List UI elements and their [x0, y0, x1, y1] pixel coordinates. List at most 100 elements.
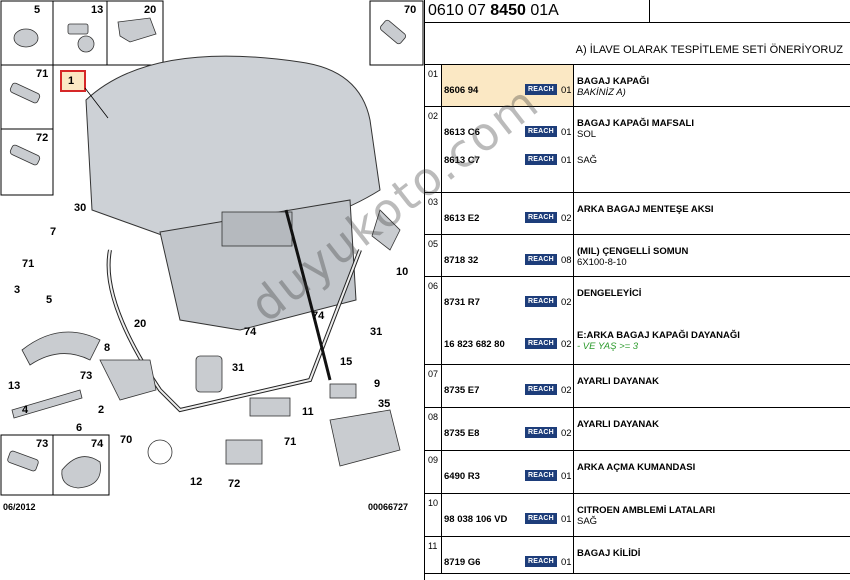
reach-badge: REACH	[525, 384, 557, 395]
part-number[interactable]: 8735 E8	[444, 428, 480, 439]
callout: 13	[8, 380, 21, 392]
row-index: 10	[428, 498, 439, 508]
quantity: 01	[561, 155, 572, 166]
quantity: 01	[561, 127, 572, 138]
part-number[interactable]: 8613 E2	[444, 213, 480, 224]
reach-badge: REACH	[525, 212, 557, 223]
thumb-label: 73	[36, 438, 49, 450]
part-description: BAGAJ KİLİDİ	[577, 548, 641, 559]
callout: 15	[340, 356, 353, 368]
part-variant: SOL	[577, 129, 597, 140]
reach-badge: REACH	[525, 470, 557, 481]
part-number[interactable]: 8719 G6	[444, 557, 481, 568]
part-number[interactable]: 8731 R7	[444, 297, 480, 308]
callout: 72	[228, 478, 241, 490]
callout: 9	[374, 378, 381, 390]
reach-badge: REACH	[525, 154, 557, 165]
row-index-cell: 11	[425, 537, 442, 573]
part-number-cell	[442, 193, 574, 234]
part-variant: SAĞ	[577, 155, 598, 166]
part-number-cell	[442, 494, 574, 536]
quantity: 02	[561, 213, 572, 224]
part-variant: BAKİNİZ A)	[577, 87, 626, 98]
reach-badge: REACH	[525, 296, 557, 307]
row-index-cell: 01	[425, 65, 442, 106]
thumb-label: 71	[36, 68, 49, 80]
row-index-cell: 06	[425, 277, 442, 364]
part-number[interactable]: 6490 R3	[444, 471, 480, 482]
part-number[interactable]: 8735 E7	[444, 385, 480, 396]
quantity: 02	[561, 339, 572, 350]
part-number[interactable]: 98 038 106 VD	[444, 514, 508, 525]
callout: 70	[120, 434, 133, 446]
callout: 31	[370, 326, 383, 338]
callout: 8	[104, 342, 111, 354]
thumb-label: 5	[34, 4, 41, 16]
part-description: (MIL) ÇENGELLİ SOMUN	[577, 246, 689, 257]
parts-row[interactable]: 06 8731 R7 REACH 02 DENGELEYİCİ 16 823 682 80…	[425, 277, 850, 365]
row-index: 05	[428, 239, 439, 249]
row-index: 11	[428, 541, 438, 551]
part-line: 8613 C7 REACH 01 SAĞ	[425, 154, 850, 173]
row-index-cell: 07	[425, 365, 442, 407]
quantity: 02	[561, 428, 572, 439]
part-description: CITROEN AMBLEMİ LATALARI	[577, 505, 716, 516]
diagram-code: 00066727	[368, 502, 409, 512]
callout: 7	[50, 226, 57, 238]
part-number[interactable]: 8613 C6	[444, 127, 480, 138]
callout: 74	[312, 310, 325, 322]
part-number-cell	[442, 408, 574, 450]
callout: 3	[14, 284, 21, 296]
row-index: 03	[428, 197, 439, 207]
reach-badge: REACH	[525, 513, 557, 524]
diagram-date: 06/2012	[3, 502, 36, 512]
part-variant: 6X100-8-10	[577, 257, 627, 268]
reach-badge: REACH	[525, 427, 557, 438]
part-number[interactable]: 16 823 682 80	[444, 339, 505, 350]
callout: 35	[378, 398, 391, 410]
part-number[interactable]: 8718 32	[444, 255, 479, 266]
row-index-cell: 10	[425, 494, 442, 536]
callout: 6	[76, 422, 83, 434]
fixing-kit-note: A) İLAVE OLARAK TESPİTLEME SETİ ÖNERİYOR…	[575, 44, 843, 56]
reference-header: 0610 07 8450 01A	[425, 0, 850, 23]
thumb-label: 72	[36, 132, 49, 144]
callout: 73	[80, 370, 93, 382]
callout: 5	[46, 294, 53, 306]
thumb-label: 74	[91, 438, 104, 450]
part-description: AYARLI DAYANAK	[577, 419, 660, 430]
parts-list-panel: 0610 07 8450 01A A) İLAVE OLARAK TESPİTL…	[424, 0, 850, 580]
part-number-cell	[442, 235, 574, 276]
thumb-label: 13	[91, 4, 104, 16]
row-index-cell: 03	[425, 193, 442, 234]
part-description: DENGELEYİCİ	[577, 288, 642, 299]
row-index-cell: 09	[425, 451, 442, 493]
row-index: 06	[428, 281, 439, 291]
quantity: 02	[561, 385, 572, 396]
part-number[interactable]: 8613 C7	[444, 155, 480, 166]
row-index-cell: 02	[425, 107, 442, 192]
reach-badge: REACH	[525, 84, 557, 95]
header-divider	[649, 0, 650, 22]
reach-badge: REACH	[525, 254, 557, 265]
part-number-cell	[442, 451, 574, 493]
row-index-cell: 05	[425, 235, 442, 276]
reference-number: 0610 07 8450 01A	[428, 2, 559, 19]
quantity: 01	[561, 85, 572, 96]
part-number[interactable]: 8606 94	[444, 85, 479, 96]
